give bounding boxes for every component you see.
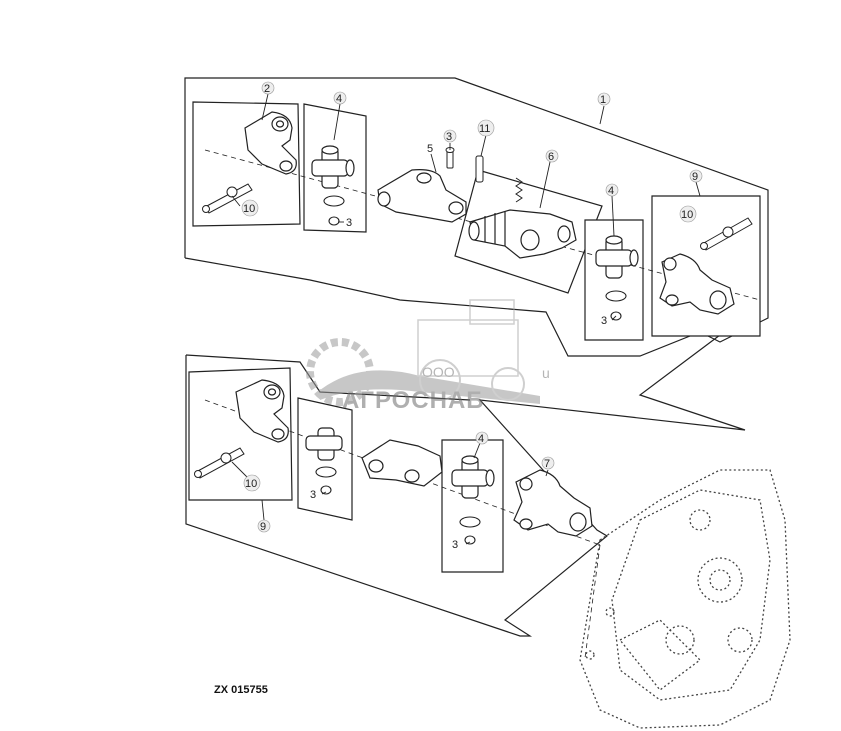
spring-part [515, 177, 523, 203]
svg-text:3: 3 [346, 217, 352, 229]
callout-9: 9 [257, 519, 271, 533]
svg-text:3: 3 [310, 489, 316, 501]
spring-pin-part [202, 183, 253, 214]
callout-10: 10 [243, 474, 261, 492]
svg-text:1: 1 [600, 94, 606, 106]
roll-pin-part [475, 155, 484, 183]
svg-text:4: 4 [608, 185, 614, 197]
callout-2: 2 [261, 81, 275, 95]
splined-yoke-part [468, 209, 577, 259]
callout-10: 10 [241, 199, 259, 217]
watermark-prefix: ООО [422, 364, 455, 380]
callout-leaders [231, 93, 701, 545]
cross-bearing-part [311, 145, 355, 189]
watermark-logo: ООО АГРОСНАБ u [306, 299, 550, 414]
callout-6: 6 [545, 149, 559, 163]
watermark-suffix: u [542, 365, 550, 381]
svg-text:2: 2 [264, 83, 270, 95]
yoke-part [244, 111, 297, 175]
svg-text:5: 5 [427, 143, 433, 155]
circlip-part [315, 466, 337, 495]
spring-pin-part [194, 447, 245, 479]
svg-text:9: 9 [692, 171, 698, 183]
callout-11: 11 [477, 119, 495, 137]
gearbox-housing [579, 469, 791, 729]
callout-5: 5 [427, 143, 433, 155]
svg-text:10: 10 [245, 478, 257, 490]
yoke-part [659, 253, 735, 315]
circlip-part [323, 195, 345, 226]
gear-tractor-logo [306, 299, 540, 406]
cross-bearing-part [305, 427, 343, 461]
grease-nipple-part [445, 147, 455, 169]
svg-text:10: 10 [243, 203, 255, 215]
cross-bearing-part [595, 235, 639, 279]
svg-text:11: 11 [479, 123, 490, 135]
yoke-part [513, 469, 593, 537]
yoke-part [235, 379, 289, 443]
callout-9: 9 [689, 169, 703, 183]
callout-3: 3 [346, 217, 352, 229]
svg-text:3: 3 [601, 315, 607, 327]
svg-text:3: 3 [452, 539, 458, 551]
callout-3: 3 [452, 539, 458, 551]
callout-3: 3 [310, 489, 316, 501]
yoke-part [377, 169, 467, 223]
spring-pin-part [700, 217, 753, 251]
svg-text:3: 3 [446, 131, 452, 143]
callout-labels: 1 2 4 5 3 11 6 4 9 [241, 81, 703, 551]
circlip-part [605, 290, 627, 321]
callout-4: 4 [333, 91, 347, 105]
cross-bearing-part [451, 455, 495, 499]
svg-text:7: 7 [544, 458, 550, 470]
svg-text:6: 6 [548, 151, 554, 163]
circlip-part [459, 516, 481, 545]
callout-7: 7 [541, 456, 555, 470]
callout-3: 3 [601, 315, 607, 327]
svg-text:4: 4 [336, 93, 342, 105]
svg-text:9: 9 [260, 521, 266, 533]
callout-4: 4 [605, 183, 619, 197]
svg-text:10: 10 [681, 209, 693, 221]
watermark-name: АГРОСНАБ [342, 387, 485, 414]
callout-4: 4 [475, 431, 489, 445]
svg-text:4: 4 [478, 433, 484, 445]
drawing-code: ZX 015755 [214, 684, 268, 696]
double-yoke-part [361, 439, 443, 487]
callout-10: 10 [679, 205, 697, 223]
callout-3: 3 [443, 129, 457, 143]
callout-1: 1 [597, 92, 611, 106]
